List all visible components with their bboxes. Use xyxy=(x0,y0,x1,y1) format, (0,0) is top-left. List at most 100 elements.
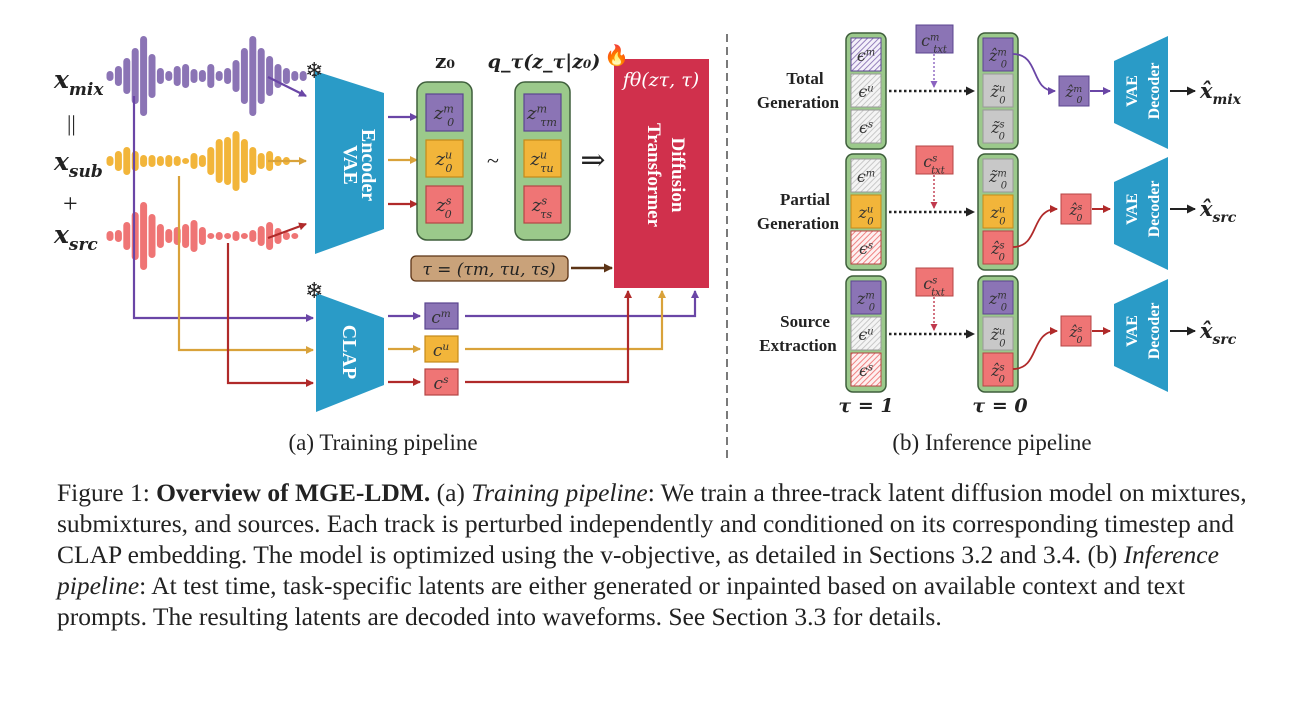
vae-decoder-label: VAE xyxy=(1124,75,1141,107)
waveform-mix xyxy=(106,36,307,116)
end-latent-cell xyxy=(982,73,1014,108)
start-latent-cell xyxy=(850,158,882,193)
waveform-src xyxy=(106,202,299,270)
start-latent-cell xyxy=(850,352,882,387)
vae-decoder-label: VAE xyxy=(1124,193,1141,225)
figure-diagram: xmix || xsub + xsrc VAE Encoder ❄ z₀ q_τ… xyxy=(53,24,1242,462)
tau-end-label: τ = 0 xyxy=(972,395,1027,417)
waveform-bar xyxy=(140,202,148,270)
waveform-bar xyxy=(114,66,122,86)
caption-title: Overview of MGE-LDM. xyxy=(156,478,431,507)
waveform-bar xyxy=(249,36,257,116)
text-prompt-box xyxy=(915,24,954,54)
waveform-bar xyxy=(249,230,257,242)
tilde-operator: ~ xyxy=(487,148,499,173)
waveform-bar xyxy=(123,147,131,175)
clap-label: CLAP xyxy=(338,325,360,379)
waveform-bar xyxy=(282,232,290,240)
label-x-mix: xmix xyxy=(53,65,104,100)
waveform-bar xyxy=(266,56,274,96)
waveform-bar xyxy=(232,231,240,241)
text-prompt-box xyxy=(915,145,954,175)
frozen-snowflake-icon-clap: ❄ xyxy=(305,278,323,303)
waveform-bar xyxy=(266,222,274,250)
start-latent-cell xyxy=(850,37,882,72)
waveform-bar xyxy=(257,48,265,104)
caption-label: Figure 1: xyxy=(57,478,150,507)
vae-decoder xyxy=(1114,279,1168,392)
waveform-bar xyxy=(131,48,139,104)
frozen-snowflake-icon: ❄ xyxy=(305,58,323,83)
transformer-label-2: Transformer xyxy=(643,123,664,228)
equals-operator: || xyxy=(67,111,76,136)
vae-decoder-label: Decoder xyxy=(1146,181,1163,238)
latent-cell xyxy=(425,185,464,224)
waveform-bar xyxy=(148,155,156,167)
waveform-bar xyxy=(106,71,114,81)
caption-part-a-name: Training pipeline xyxy=(471,478,648,507)
caption-part-a-tag: (a) xyxy=(436,478,465,507)
output-label: x̂mix xyxy=(1199,78,1242,108)
task-label: Partial xyxy=(780,190,830,209)
start-latent-cell xyxy=(850,73,882,108)
selected-latent xyxy=(1058,75,1090,107)
start-latent-label: ϵu xyxy=(858,82,873,101)
clap-embedding-cell xyxy=(424,302,459,330)
caption-part-b-name: Inference pipeline xyxy=(57,540,1219,600)
waveform-bar xyxy=(215,71,223,81)
waveform-bar xyxy=(165,155,173,167)
waveform-bar xyxy=(207,233,215,239)
waveform-bar xyxy=(182,64,190,88)
waveform-bar xyxy=(156,224,164,248)
vae-decoder-label: VAE xyxy=(1124,315,1141,347)
selection-curve xyxy=(1012,205,1058,248)
clap-embedding-cell xyxy=(424,335,459,363)
waveform-bar xyxy=(198,155,206,167)
waveform-sub xyxy=(106,131,290,191)
q-header: q_τ(z_τ|z₀) xyxy=(488,51,601,73)
task-label: Extraction xyxy=(759,336,837,355)
waveform-bar xyxy=(165,71,173,81)
latent-cell xyxy=(523,93,562,132)
caption-part-b-tag: (b) xyxy=(1087,540,1118,569)
waveform-bar xyxy=(131,151,139,171)
vae-encoder-label: VAE xyxy=(339,145,361,185)
waveform-bar xyxy=(249,147,257,175)
waveform-bar xyxy=(291,233,299,239)
task-label: Total xyxy=(786,69,823,88)
z0-header: z₀ xyxy=(435,49,455,73)
waveform-bar xyxy=(173,66,181,86)
clap-routing-lines xyxy=(132,96,314,387)
input-labels: xmix || xsub + xsrc xyxy=(53,65,104,255)
latent-cell xyxy=(425,139,464,178)
waveform-bar xyxy=(114,230,122,242)
clap-output-arrows xyxy=(388,312,421,386)
waveform-bar xyxy=(190,220,198,252)
end-latent-cell xyxy=(982,280,1014,315)
clap-embedding-label: cs xyxy=(434,374,450,394)
selection-curve xyxy=(1012,327,1058,370)
waveform-bar xyxy=(224,68,232,84)
start-latent-cell xyxy=(850,316,882,351)
tau-start-label: τ = 1 xyxy=(838,395,893,417)
start-latent-label: ϵm xyxy=(857,167,875,186)
start-latent-cell xyxy=(850,194,882,229)
diffusion-transformer: fθ(zτ, τ) Diffusion Transformer 🔥 xyxy=(604,43,709,288)
start-latent-cell xyxy=(850,280,882,315)
